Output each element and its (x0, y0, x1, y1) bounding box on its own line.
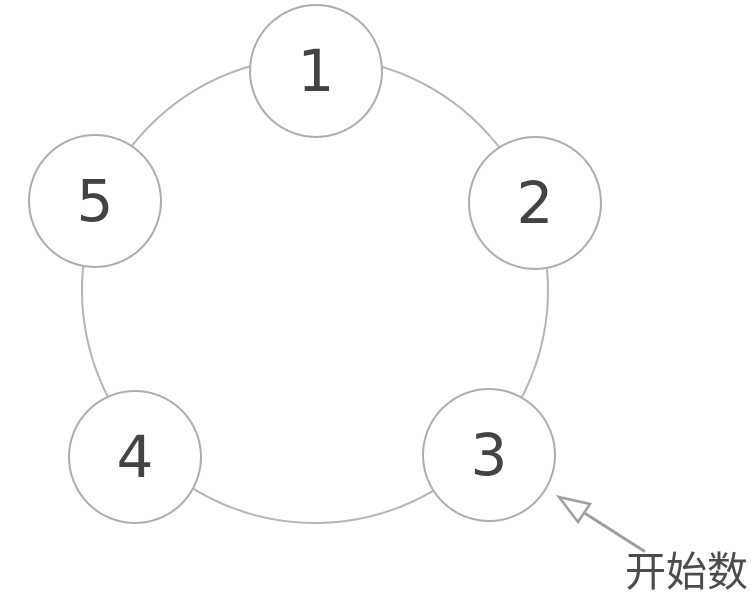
arrow-head-icon (555, 495, 593, 525)
node-5-number: 5 (76, 167, 114, 235)
node-1: 1 (249, 4, 383, 138)
node-5: 5 (28, 134, 162, 268)
node-3-number: 3 (470, 421, 508, 489)
node-3: 3 (422, 388, 556, 522)
node-2-number: 2 (516, 169, 554, 237)
start-arrow (555, 495, 646, 553)
start-counting-label: 开始数 (625, 548, 748, 596)
node-4-number: 4 (116, 423, 154, 491)
node-1-number: 1 (297, 37, 335, 105)
arrow-shaft (584, 512, 646, 553)
node-2: 2 (468, 136, 602, 270)
node-4: 4 (68, 390, 202, 524)
